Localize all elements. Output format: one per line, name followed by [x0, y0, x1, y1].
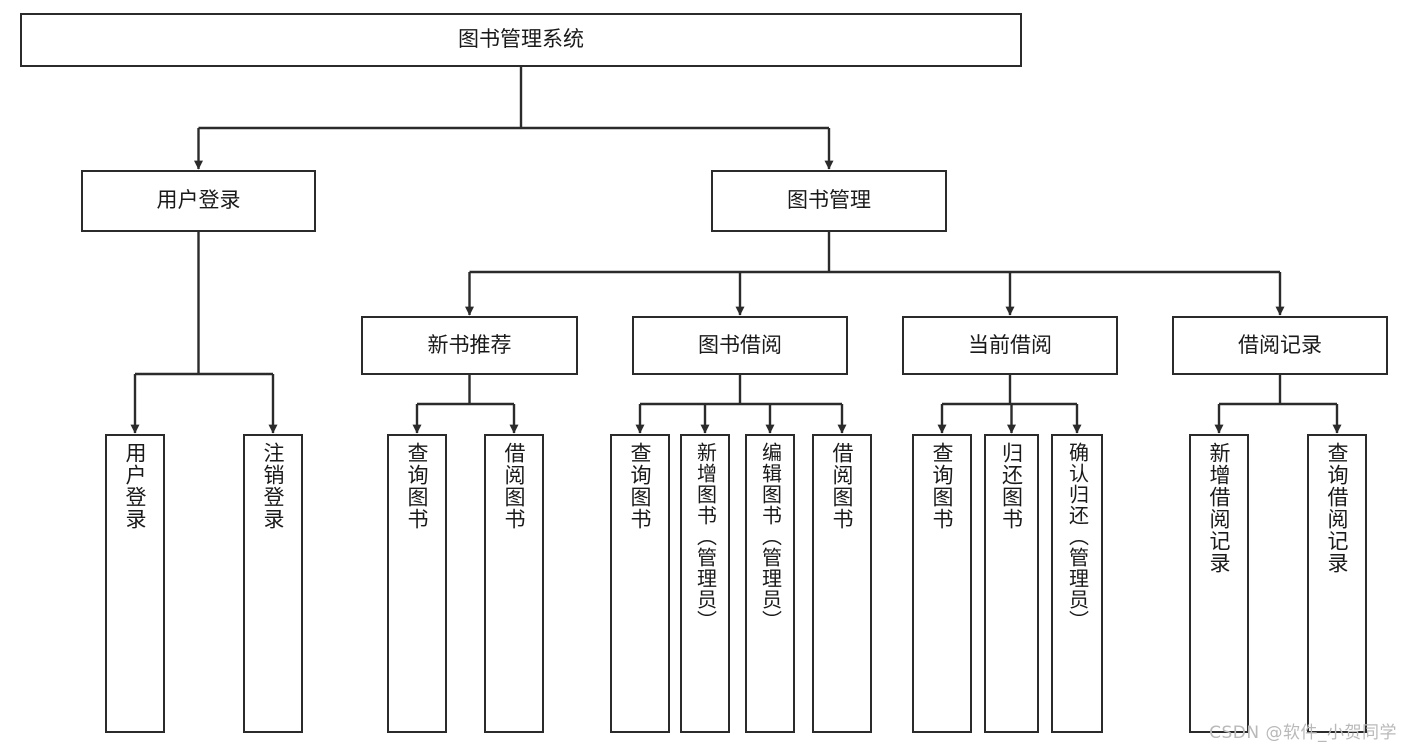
node-label: 查询图书 [930, 442, 955, 530]
node-new-book-rec[interactable]: 新书推荐 [361, 316, 578, 375]
node-label: 新增图书（管理员） [693, 442, 718, 631]
node-label: 用户登录 [156, 188, 241, 213]
node-leaf-query-2[interactable]: 查询图书 [610, 434, 670, 733]
node-leaf-borrow-1[interactable]: 借阅图书 [484, 434, 544, 733]
node-label: 借阅图书 [502, 442, 527, 530]
node-borrow-record[interactable]: 借阅记录 [1172, 316, 1388, 375]
node-leaf-query-1[interactable]: 查询图书 [387, 434, 447, 733]
node-leaf-user-login[interactable]: 用户登录 [105, 434, 165, 733]
node-leaf-add-rec[interactable]: 新增借阅记录 [1189, 434, 1249, 733]
node-book-borrow[interactable]: 图书借阅 [632, 316, 848, 375]
node-label: 借阅记录 [1238, 332, 1322, 357]
node-leaf-borrow-2[interactable]: 借阅图书 [812, 434, 872, 733]
node-label: 注销登录 [261, 442, 286, 530]
node-label: 借阅图书 [830, 442, 855, 530]
node-current-borrow[interactable]: 当前借阅 [902, 316, 1118, 375]
node-root[interactable]: 图书管理系统 [20, 13, 1022, 67]
node-label: 新书推荐 [427, 332, 512, 357]
node-leaf-return[interactable]: 归还图书 [984, 434, 1039, 733]
node-leaf-add-book[interactable]: 新增图书（管理员） [680, 434, 730, 733]
node-label: 图书管理系统 [458, 27, 584, 52]
node-leaf-confirm[interactable]: 确认归还（管理员） [1051, 434, 1103, 733]
node-label: 查询图书 [628, 442, 653, 530]
node-label: 新增借阅记录 [1207, 442, 1232, 574]
node-leaf-edit-book[interactable]: 编辑图书（管理员） [745, 434, 795, 733]
node-label: 归还图书 [999, 442, 1024, 530]
node-label: 当前借阅 [968, 332, 1052, 357]
node-leaf-query-rec[interactable]: 查询借阅记录 [1307, 434, 1367, 733]
node-label: 用户登录 [123, 442, 148, 530]
node-label: 图书借阅 [698, 332, 782, 357]
node-label: 确认归还（管理员） [1065, 442, 1090, 631]
node-leaf-query-3[interactable]: 查询图书 [912, 434, 972, 733]
node-label: 查询图书 [405, 442, 430, 530]
node-label: 图书管理 [787, 188, 871, 213]
node-book-manage[interactable]: 图书管理 [711, 170, 947, 232]
node-leaf-logout[interactable]: 注销登录 [243, 434, 303, 733]
csdn-watermark: CSDN @软件_小贺同学 [1209, 723, 1397, 743]
node-label: 编辑图书（管理员） [758, 442, 783, 631]
node-label: 查询借阅记录 [1325, 442, 1350, 574]
node-user-login[interactable]: 用户登录 [81, 170, 316, 232]
